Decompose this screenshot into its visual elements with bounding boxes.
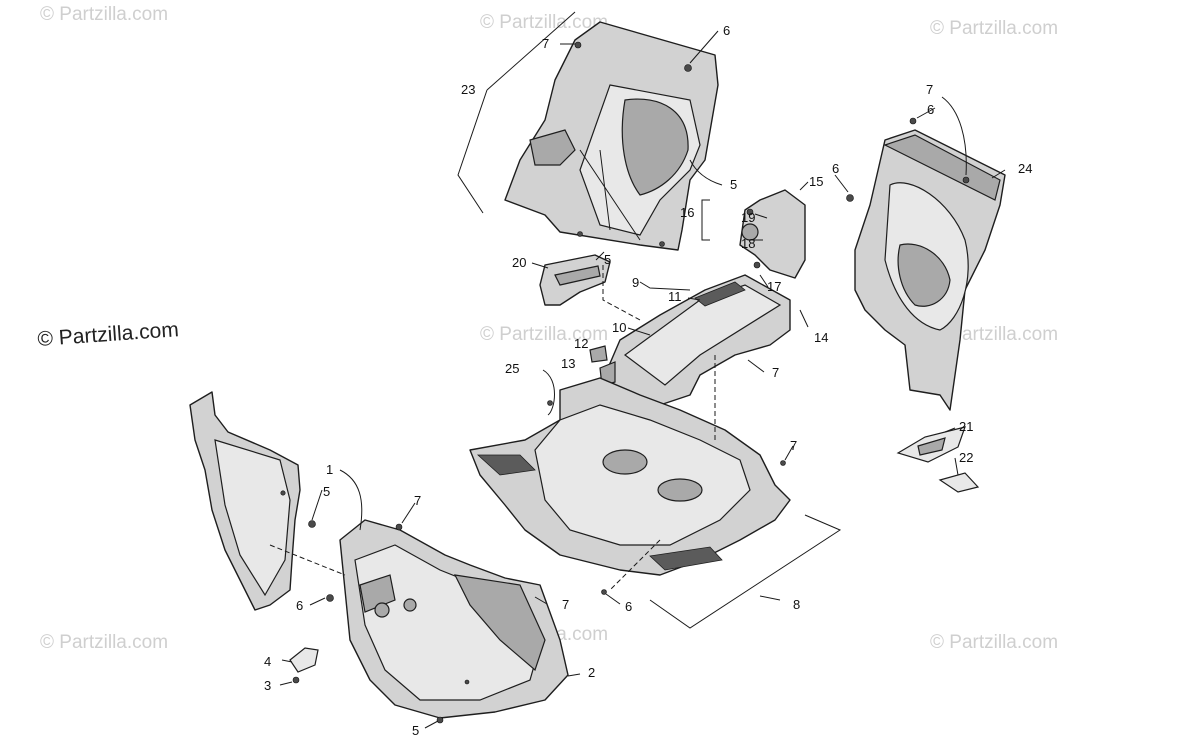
callout-12: 12: [574, 336, 588, 351]
part-21-decal: [896, 426, 966, 463]
callout-5-left: 5: [323, 484, 330, 499]
callout-3: 3: [264, 678, 271, 693]
leader-lines: [279, 11, 1006, 729]
part-25-floor-tub: [469, 377, 791, 595]
part-4-cap: [289, 647, 319, 684]
callout-14: 14: [814, 330, 828, 345]
callout-16: 16: [680, 205, 694, 220]
callout-19: 19: [741, 210, 755, 225]
part-22-decal: [938, 472, 980, 493]
watermark-top-left: © Partzilla.com: [40, 4, 168, 25]
callout-4: 4: [264, 654, 271, 669]
callout-13: 13: [561, 356, 575, 371]
watermark-bottom-right: © Partzilla.com: [930, 632, 1058, 653]
part-2-lower-inner-panel: [308, 519, 569, 724]
callout-6-floor: 6: [625, 599, 632, 614]
callout-7-lower: 7: [562, 597, 569, 612]
callout-15: 15: [809, 174, 823, 189]
callout-2: 2: [588, 665, 595, 680]
callout-5-upper: 5: [730, 177, 737, 192]
callout-6-top: 6: [723, 23, 730, 38]
callout-22: 22: [959, 450, 973, 465]
callout-8: 8: [793, 597, 800, 612]
callout-7-floor: 7: [790, 438, 797, 453]
callout-5-bottom: 5: [412, 723, 419, 738]
watermark-main: © Partzilla.com: [37, 318, 180, 351]
callout-24: 24: [1018, 161, 1032, 176]
callout-labels: 1 2 3 4 5 5 5 5 6 6 6 6 6 7 7 7 7 7 7 8 …: [264, 23, 1032, 738]
part-1-left-panel: [189, 391, 301, 611]
watermark-top-center: © Partzilla.com: [480, 12, 608, 33]
callout-21: 21: [959, 419, 973, 434]
callout-7-console: 7: [772, 365, 779, 380]
callout-7-left: 7: [414, 493, 421, 508]
watermark-middle: © Partzilla.com: [480, 324, 608, 345]
callout-6-left: 6: [296, 598, 303, 613]
part-23-upper-panel: [504, 21, 719, 251]
callout-23: 23: [461, 82, 475, 97]
callout-7-right: 7: [926, 82, 933, 97]
watermark-bottom-left: © Partzilla.com: [40, 632, 168, 653]
watermark-top-right: © Partzilla.com: [930, 18, 1058, 39]
callout-6-right-top: 6: [927, 102, 934, 117]
callout-18: 18: [741, 236, 755, 251]
callout-6-right: 6: [832, 161, 839, 176]
part-15-bracket: [739, 189, 806, 279]
part-20-bracket: [539, 254, 611, 306]
callout-11: 11: [668, 289, 682, 304]
callout-1: 1: [326, 462, 333, 477]
callout-9: 9: [632, 275, 639, 290]
part-9-center-console: [589, 274, 791, 406]
dashed-assembly-lines: [269, 265, 716, 591]
callout-20: 20: [512, 255, 526, 270]
callout-17: 17: [767, 279, 781, 294]
callout-10: 10: [612, 320, 626, 335]
callout-5-center: 5: [604, 252, 611, 267]
watermark-middle-right: © Partzilla.com: [930, 324, 1058, 345]
callout-25: 25: [505, 361, 519, 376]
part-24-right-panel: [846, 117, 1006, 411]
callout-7-top: 7: [542, 36, 549, 51]
